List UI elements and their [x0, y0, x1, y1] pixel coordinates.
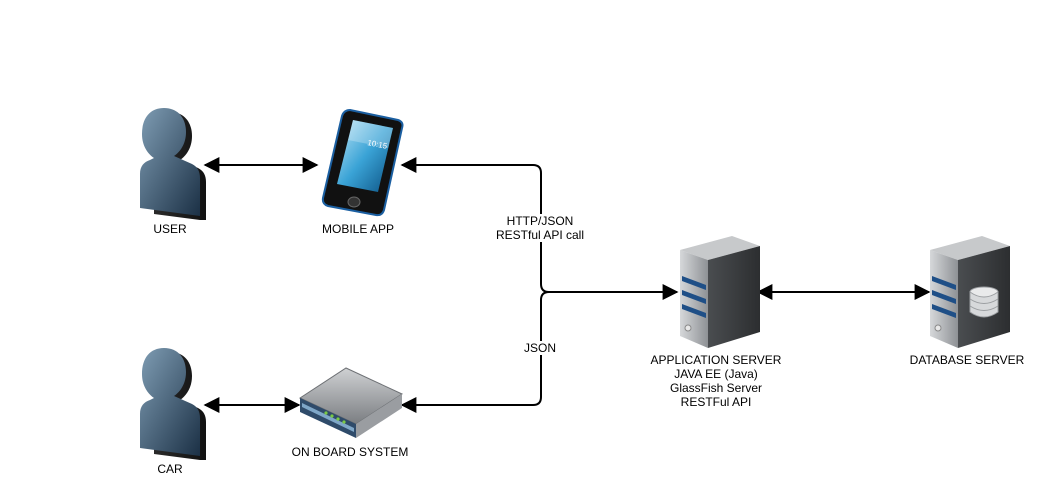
application-server-icon: [680, 236, 760, 348]
on-board-system-router-icon: [298, 367, 404, 438]
car-person-icon: [140, 348, 206, 460]
mobile-link-label-line2: RESTful API call: [495, 228, 585, 242]
user-label: USER: [153, 222, 187, 236]
user-person-icon: [140, 108, 206, 220]
mobile-app-label: MOBILE APP: [321, 222, 395, 236]
database-cylinder-icon: [969, 286, 999, 318]
mobile-app-phone-icon: 10:15: [321, 108, 404, 217]
database-server-label: DATABASE SERVER: [909, 353, 1025, 367]
onboard-to-appserver-connector: [400, 291, 550, 413]
connectors: [203, 157, 931, 413]
application-server-title: APPLICATION SERVER: [650, 353, 782, 367]
application-server-label: APPLICATION SERVER JAVA EE (Java) GlassF…: [651, 353, 782, 409]
application-server-detail-2: GlassFish Server: [669, 381, 763, 395]
on-board-system-label: ON BOARD SYSTEM: [291, 445, 409, 459]
phone-clock-text: 10:15: [367, 138, 389, 151]
mobile-link-label-line1: HTTP/JSON: [506, 214, 574, 228]
application-server-detail-1: JAVA EE (Java): [674, 367, 758, 381]
car-label: CAR: [157, 462, 183, 476]
onboard-link-label: JSON: [523, 341, 557, 355]
mobile-link-label: HTTP/JSON RESTful API call: [495, 214, 585, 242]
database-server-icon: [930, 236, 1010, 348]
application-server-detail-3: RESTFul API: [680, 395, 752, 409]
